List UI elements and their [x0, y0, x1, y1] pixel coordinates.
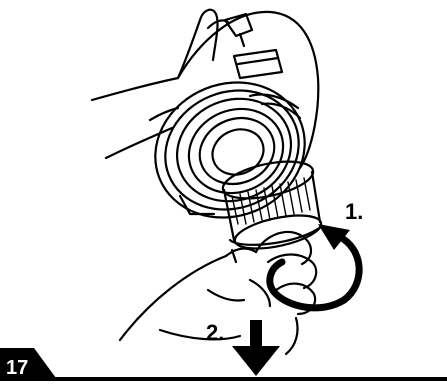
cylinder-filter [220, 155, 324, 262]
step-2-label: 2. [206, 320, 224, 345]
figure-number: 17 [6, 353, 48, 383]
pull-down-arrow [232, 320, 280, 376]
step-1-label: 1. [345, 199, 363, 224]
bottom-rule [0, 377, 447, 381]
filter-disc [135, 60, 325, 239]
